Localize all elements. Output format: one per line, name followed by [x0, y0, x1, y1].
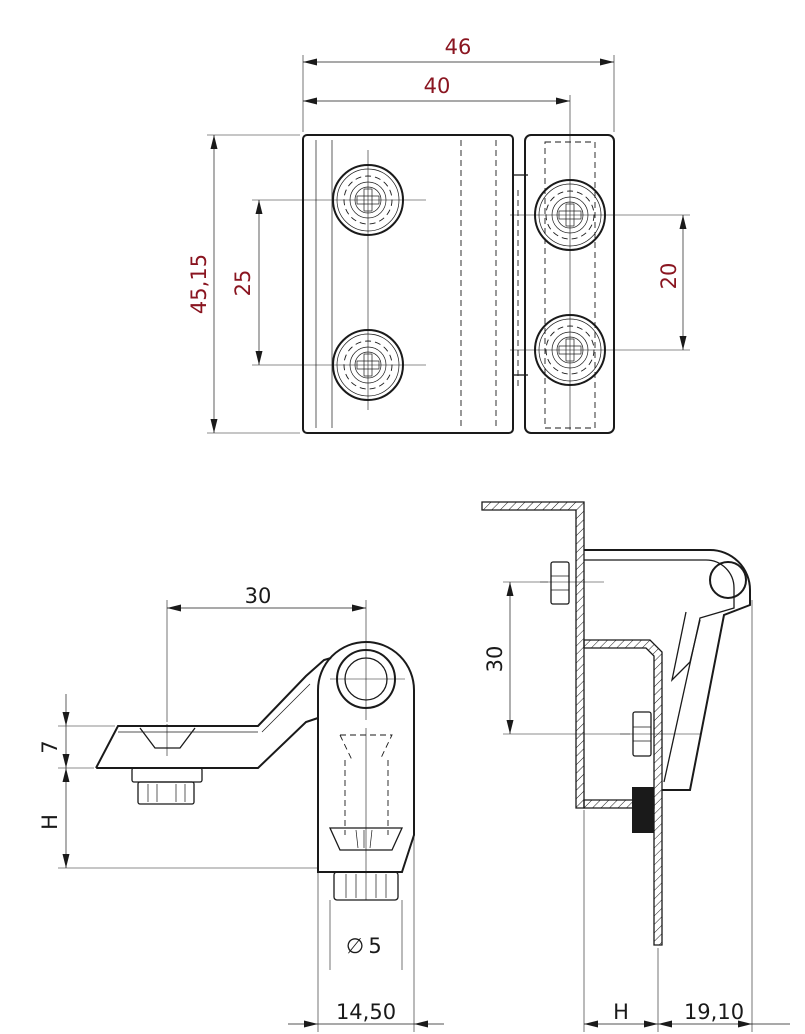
dim-installed-projection: 19,10	[684, 1000, 744, 1024]
rubber-stop	[632, 787, 654, 833]
dim-flange-height: 7	[38, 740, 62, 753]
hinge-leaf-left	[302, 134, 514, 434]
installed-view: 30 H 19,10	[481, 501, 790, 1032]
installed-pin	[709, 561, 747, 599]
frame-profile-lower	[583, 639, 663, 946]
dim-height: 45,15	[187, 254, 211, 314]
dim-installed-gap: H	[613, 1000, 629, 1024]
dim-hole-span-width: 40	[424, 74, 451, 98]
dim-bore-diameter: 5	[368, 934, 381, 958]
nut-left	[131, 767, 203, 783]
bent-leaf-outline	[95, 657, 332, 769]
frame-profile-upper	[481, 501, 585, 809]
diameter-symbol: ∅	[346, 934, 364, 958]
side-view: 30 7 H ∅ 5 14,50	[38, 584, 444, 1032]
dim-installed-hole-pitch: 30	[483, 646, 507, 673]
dim-right-hole-pitch: 20	[657, 263, 681, 290]
dim-overall-width: 46	[445, 35, 472, 59]
installed-screw-upper	[550, 561, 570, 605]
dim-offset: 30	[245, 584, 272, 608]
hinge-leaf-right	[524, 134, 615, 434]
top-view: 46 40 45,15 25 20	[187, 35, 690, 434]
dim-width: 14,50	[336, 1000, 396, 1024]
dim-mount-height: H	[38, 814, 62, 830]
nut-bottom	[333, 871, 399, 901]
dim-left-hole-pitch: 25	[231, 270, 255, 297]
knuckle-body	[317, 641, 415, 873]
installed-hinge-leaf	[584, 549, 751, 791]
